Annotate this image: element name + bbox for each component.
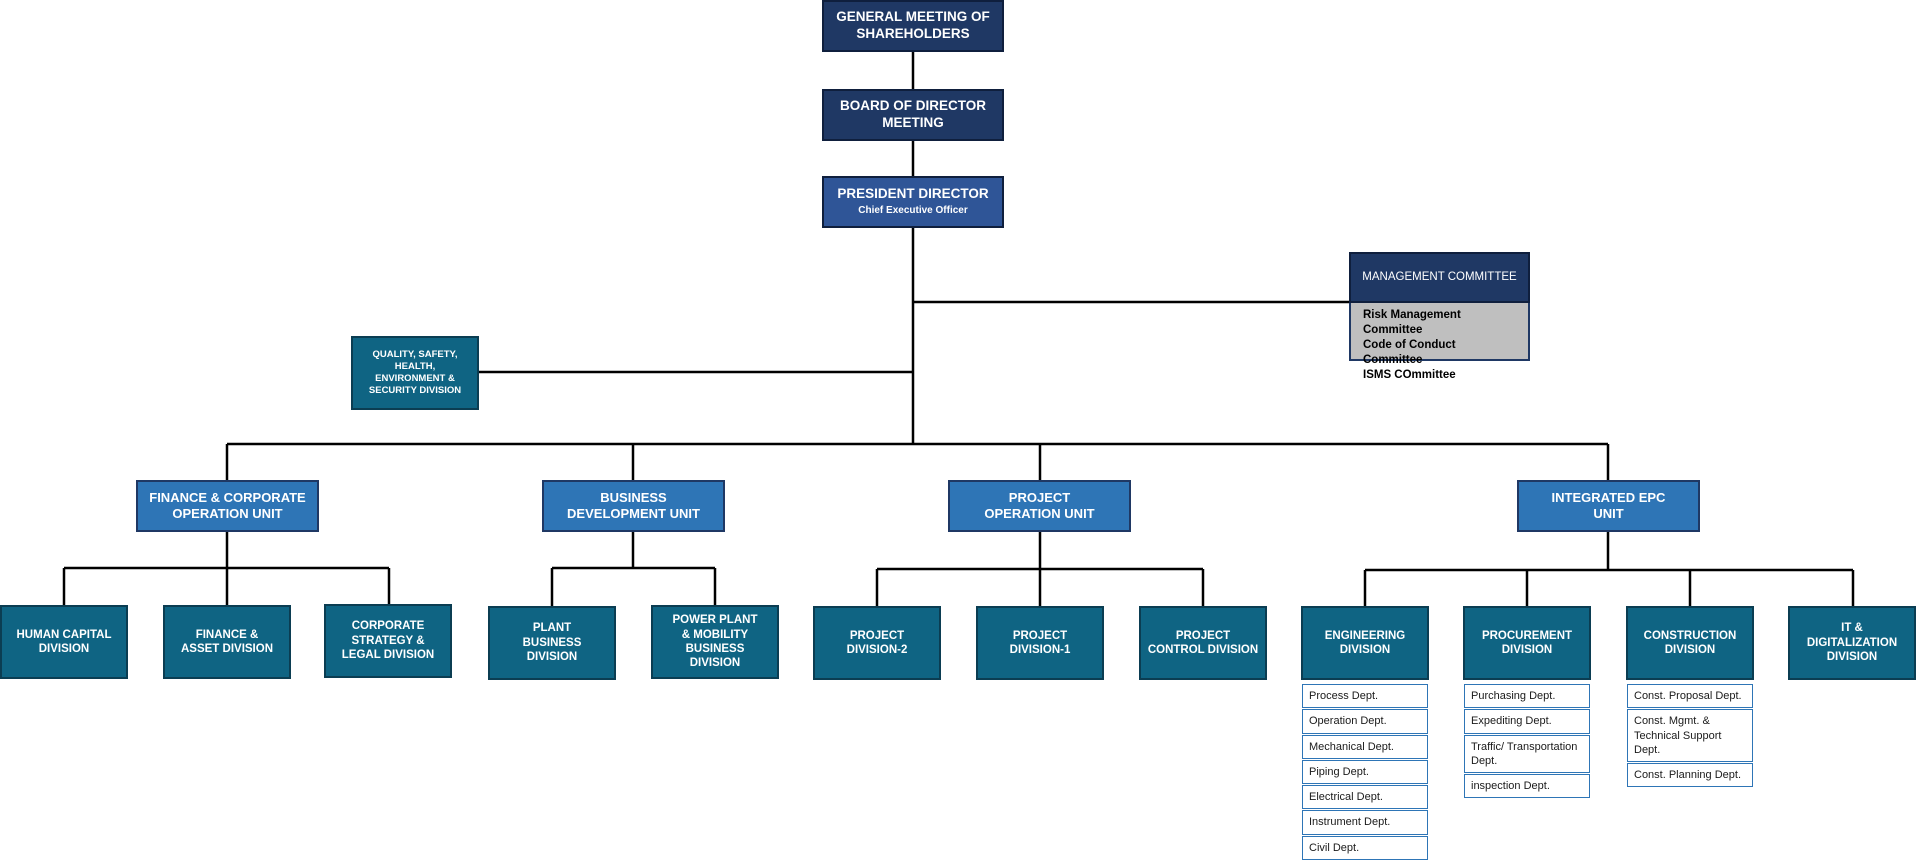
dept-item: Electrical Dept. [1302,785,1428,810]
unit-integrated-epc: INTEGRATED EPC UNIT [1517,480,1700,532]
committee-item: Code of Conduct Committee [1363,338,1456,366]
division-label: PROJECT DIVISION-2 [846,629,908,656]
dept-item: Piping Dept. [1302,759,1428,785]
dept-item: Instrument Dept. [1302,810,1428,835]
qshe-division-label: QUALITY, SAFETY, HEALTH, ENVIRONMENT & S… [368,349,462,396]
division-project-1: PROJECT DIVISION-1 [976,606,1104,680]
qshe-division-box: QUALITY, SAFETY, HEALTH, ENVIRONMENT & S… [351,336,479,410]
engineering-dept-list: Process Dept. Operation Dept. Mechanical… [1302,684,1428,861]
division-corporate-strategy-legal: CORPORATE STRATEGY & LEGAL DIVISION [324,604,452,678]
management-committee-title: MANAGEMENT COMMITTEE [1362,271,1517,284]
unit-label: PROJECT OPERATION UNIT [984,489,1095,521]
division-power-plant-mobility: POWER PLANT & MOBILITY BUSINESS DIVISION [651,605,779,679]
division-label: FINANCE & ASSET DIVISION [180,628,274,655]
unit-label: INTEGRATED EPC UNIT [1551,489,1666,521]
division-it-digitalization: IT & DIGITALIZATION DIVISION [1788,606,1916,680]
division-human-capital: HUMAN CAPITAL DIVISION [0,605,128,679]
unit-business-development: BUSINESS DEVELOPMENT UNIT [542,480,725,532]
division-label: PROCUREMENT DIVISION [1481,629,1573,656]
committee-item: Risk Management Committee [1363,309,1461,336]
dept-item: Expediting Dept. [1464,709,1590,734]
division-label: PROJECT CONTROL DIVISION [1147,629,1259,656]
unit-project-operation: PROJECT OPERATION UNIT [948,480,1131,532]
dept-item: Purchasing Dept. [1464,684,1590,709]
shareholders-label: GENERAL MEETING OF SHAREHOLDERS [836,9,990,41]
dept-item: Process Dept. [1302,684,1428,709]
procurement-dept-list: Purchasing Dept. Expediting Dept. Traffi… [1464,684,1590,799]
dept-item: Civil Dept. [1302,835,1428,861]
division-plant-business: PLANT BUSINESS DIVISION [488,606,616,680]
president-director-box: PRESIDENT DIRECTOR Chief Executive Offic… [822,176,1004,228]
construction-dept-list: Const. Proposal Dept. Const. Mgmt. & Tec… [1627,684,1753,788]
unit-label: BUSINESS DEVELOPMENT UNIT [567,489,700,521]
dept-item: Mechanical Dept. [1302,734,1428,759]
dept-item: Const. Proposal Dept. [1627,684,1753,709]
division-label: ENGINEERING DIVISION [1324,629,1406,656]
dept-item: Const. Planning Dept. [1627,763,1753,788]
division-label: CONSTRUCTION DIVISION [1643,629,1737,656]
dept-item: Traffic/ Transportation Dept. [1464,734,1590,774]
division-label: POWER PLANT & MOBILITY BUSINESS DIVISION [672,614,758,670]
committee-item: ISMS COmmittee [1363,368,1456,381]
president-subtitle: Chief Executive Officer [858,205,968,217]
board-box: BOARD OF DIRECTOR MEETING [822,89,1004,141]
division-label: IT & DIGITALIZATION DIVISION [1806,622,1898,664]
division-project-control: PROJECT CONTROL DIVISION [1139,606,1267,680]
unit-label: FINANCE & CORPORATE OPERATION UNIT [149,489,306,521]
management-committee-box: MANAGEMENT COMMITTEE [1349,252,1530,303]
division-label: PROJECT DIVISION-1 [1009,629,1071,656]
shareholders-box: GENERAL MEETING OF SHAREHOLDERS [822,0,1004,52]
dept-item: Operation Dept. [1302,709,1428,734]
division-label: PLANT BUSINESS DIVISION [522,622,582,664]
committee-list: Risk Management Committee Code of Conduc… [1349,303,1530,381]
division-construction: CONSTRUCTION DIVISION [1626,606,1754,680]
division-label: HUMAN CAPITAL DIVISION [16,628,112,655]
dept-item: inspection Dept. [1464,774,1590,799]
board-label: BOARD OF DIRECTOR MEETING [839,98,986,130]
division-procurement: PROCUREMENT DIVISION [1463,606,1591,680]
unit-finance-corporate: FINANCE & CORPORATE OPERATION UNIT [136,480,319,532]
division-project-2: PROJECT DIVISION-2 [813,606,941,680]
division-engineering: ENGINEERING DIVISION [1301,606,1429,680]
president-title: PRESIDENT DIRECTOR [837,186,989,202]
division-label: CORPORATE STRATEGY & LEGAL DIVISION [341,620,435,662]
dept-item: Const. Mgmt. & Technical Support Dept. [1627,709,1753,763]
division-finance-asset: FINANCE & ASSET DIVISION [163,605,291,679]
